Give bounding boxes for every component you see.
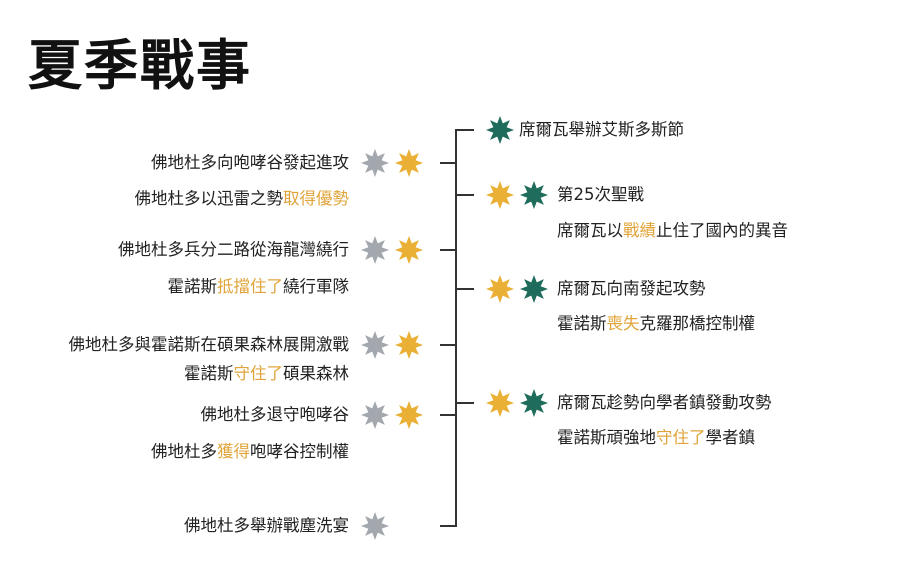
event-text-segment: 席爾瓦向南發起攻勢	[557, 279, 706, 298]
right-event-stars	[485, 388, 549, 418]
gold-star-icon	[395, 236, 423, 264]
event-text-segment: 克羅那橋控制權	[639, 314, 756, 333]
highlight-text: 守住了	[656, 428, 706, 447]
right-event-text: 席爾瓦趁勢向學者鎮發動攻勢	[557, 392, 772, 414]
grey-star-icon	[361, 512, 389, 540]
event-text-segment: 席爾瓦以	[557, 221, 623, 240]
right-ticks	[455, 129, 474, 404]
left-event-stars	[360, 235, 424, 265]
gold-star-icon	[486, 181, 514, 209]
event-text-segment: 佛地杜多與霍諾斯在碩果森林展開激戰	[68, 335, 350, 354]
left-event-text: 佛地杜多向咆哮谷發起進攻	[151, 152, 349, 174]
right-event-stars	[485, 274, 549, 304]
gold-star-icon	[486, 389, 514, 417]
event-text-segment: 碩果森林	[283, 364, 349, 383]
event-text-segment: 佛地杜多退守咆哮谷	[200, 405, 350, 424]
right-event-stars	[485, 180, 549, 210]
event-text-segment: 佛地杜多兵分二路從海龍灣繞行	[118, 240, 349, 259]
right-event-text: 席爾瓦向南發起攻勢	[557, 278, 706, 300]
left-event-stars	[360, 148, 424, 178]
event-text-segment: 佛地杜多舉辦戰塵洗宴	[184, 516, 349, 535]
highlight-text: 戰績	[623, 221, 656, 240]
event-text-segment: 第25次聖戰	[557, 185, 644, 204]
gold-star-icon	[395, 331, 423, 359]
right-event-text: 席爾瓦以戰績止住了國內的異音	[557, 220, 788, 242]
event-text-segment: 席爾瓦舉辦艾斯多斯節	[519, 120, 684, 139]
page-title: 夏季戰事	[28, 33, 252, 97]
highlight-text: 喪失	[606, 314, 640, 333]
event-text-segment: 霍諾斯頑強地	[557, 428, 656, 447]
event-text-segment: 佛地杜多以迅雷之勢	[134, 189, 284, 208]
left-event-stars	[360, 511, 390, 541]
event-text-segment: 霍諾斯	[184, 364, 234, 383]
gold-star-icon	[486, 275, 514, 303]
grey-star-icon	[361, 331, 389, 359]
left-ticks	[440, 162, 457, 527]
event-text-segment: 佛地杜多向咆哮谷發起進攻	[151, 153, 349, 172]
left-event-text: 佛地杜多舉辦戰塵洗宴	[184, 515, 349, 537]
highlight-text: 抵擋住了	[217, 277, 283, 296]
event-text-segment: 佛地杜多	[151, 442, 217, 461]
green-star-icon	[486, 116, 514, 144]
event-text-segment: 霍諾斯	[557, 314, 607, 333]
left-event-stars	[360, 330, 424, 360]
green-star-icon	[520, 389, 548, 417]
right-event-text: 霍諾斯喪失克羅那橋控制權	[557, 313, 755, 335]
left-event-text: 佛地杜多兵分二路從海龍灣繞行	[118, 239, 349, 261]
right-event-stars	[485, 115, 515, 145]
left-event-text: 佛地杜多以迅雷之勢取得優勢	[135, 188, 350, 210]
grey-star-icon	[361, 149, 389, 177]
left-event-text: 霍諾斯守住了碩果森林	[184, 363, 349, 385]
left-event-text: 佛地杜多與霍諾斯在碩果森林展開激戰	[69, 334, 350, 356]
event-text-segment: 咆哮谷控制權	[250, 442, 349, 461]
highlight-text: 守住了	[233, 364, 284, 383]
left-event-text: 霍諾斯抵擋住了繞行軍隊	[168, 276, 350, 298]
event-text-segment: 霍諾斯	[167, 277, 218, 296]
right-event-text: 席爾瓦舉辦艾斯多斯節	[519, 119, 684, 141]
grey-star-icon	[361, 401, 389, 429]
event-text-segment: 繞行軍隊	[283, 277, 349, 296]
highlight-text: 獲得	[217, 442, 250, 461]
left-event-text: 佛地杜多退守咆哮谷	[201, 404, 350, 426]
gold-star-icon	[395, 401, 423, 429]
event-text-segment: 學者鎮	[705, 428, 756, 447]
green-star-icon	[520, 275, 548, 303]
right-event-text: 霍諾斯頑強地守住了學者鎮	[557, 427, 755, 449]
green-star-icon	[520, 181, 548, 209]
gold-star-icon	[395, 149, 423, 177]
left-event-stars	[360, 400, 424, 430]
event-text-segment: 席爾瓦趁勢向學者鎮發動攻勢	[557, 393, 772, 412]
right-event-text: 第25次聖戰	[557, 184, 644, 206]
event-text-segment: 止住了國內的異音	[656, 221, 788, 240]
grey-star-icon	[361, 236, 389, 264]
left-event-text: 佛地杜多獲得咆哮谷控制權	[151, 441, 349, 463]
highlight-text: 取得優勢	[283, 189, 349, 208]
